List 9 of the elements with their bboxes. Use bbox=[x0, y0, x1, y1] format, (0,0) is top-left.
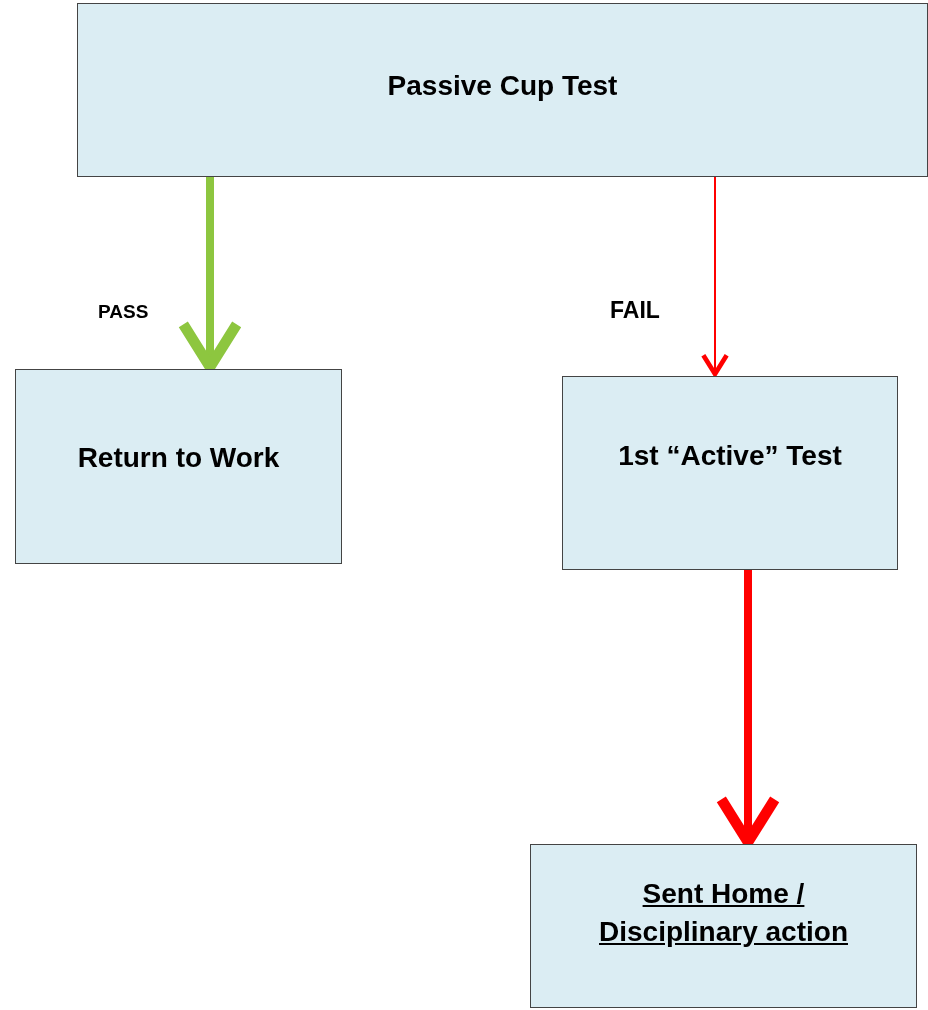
box-label: Passive Cup Test bbox=[387, 69, 618, 103]
arrow bbox=[701, 176, 729, 377]
process-box bbox=[77, 3, 928, 177]
process-box bbox=[15, 369, 342, 564]
process-box bbox=[562, 376, 898, 570]
process-box bbox=[530, 844, 917, 1008]
box-label: Return to Work bbox=[77, 441, 280, 475]
box-label: 1st “Active” Test bbox=[618, 439, 842, 473]
box-label: Sent Home / Disciplinary action bbox=[598, 877, 849, 949]
